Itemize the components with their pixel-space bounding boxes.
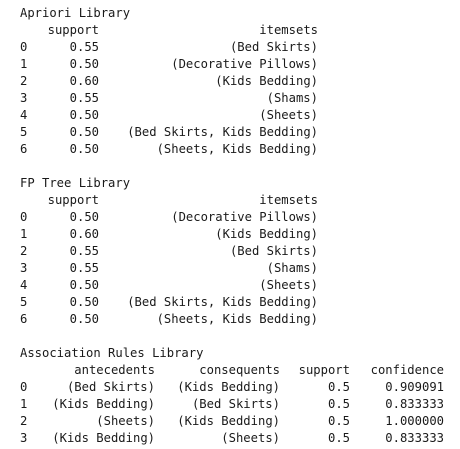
apriori-row-itemsets: (Shams) (266, 91, 318, 105)
fptree-row-support: 0.55 (69, 261, 99, 275)
fptree-row-support: 0.50 (69, 210, 99, 224)
apriori-row-itemsets: (Bed Skirts, Kids Bedding) (127, 125, 318, 139)
fptree-title: FP Tree Library (20, 176, 131, 190)
apriori-row-support: 0.50 (69, 57, 99, 71)
apriori-row-support: 0.50 (69, 125, 99, 139)
fptree-row-itemsets: (Sheets, Kids Bedding) (156, 312, 318, 326)
apriori-row-support: 0.60 (69, 74, 99, 88)
rules-row-index: 2 (20, 414, 28, 428)
apriori-row-index: 0 (20, 40, 28, 54)
fptree-row-support: 0.50 (69, 278, 99, 292)
apriori-row-index: 3 (20, 91, 28, 105)
rules-header-support: support (298, 363, 350, 377)
rules-row-support: 0.5 (327, 414, 350, 428)
rules-row-confidence: 0.909091 (385, 380, 444, 394)
apriori-row-support: 0.50 (69, 108, 99, 122)
fptree-row-itemsets: (Sheets) (259, 278, 318, 292)
apriori-title: Apriori Library (20, 6, 131, 20)
rules-row-support: 0.5 (327, 380, 350, 394)
rules-row-consequents: (Sheets) (221, 431, 280, 445)
apriori-row-index: 2 (20, 74, 28, 88)
apriori-row-itemsets: (Sheets, Kids Bedding) (156, 142, 318, 156)
apriori-row-support: 0.50 (69, 142, 99, 156)
rules-row-consequents: (Bed Skirts) (191, 397, 280, 411)
rules-row-antecedents: (Sheets) (96, 414, 155, 428)
rules-row-index: 3 (20, 431, 28, 445)
fptree-row-itemsets: (Bed Skirts, Kids Bedding) (127, 295, 318, 309)
rules-row-support: 0.5 (327, 431, 350, 445)
fptree-row-index: 3 (20, 261, 28, 275)
rules-row-confidence: 0.833333 (385, 397, 444, 411)
apriori-row-support: 0.55 (69, 40, 99, 54)
apriori-row-itemsets: (Sheets) (259, 108, 318, 122)
apriori-row-itemsets: (Decorative Pillows) (171, 57, 318, 71)
rules-row-support: 0.5 (327, 397, 350, 411)
rules-row-antecedents: (Kids Bedding) (52, 431, 155, 445)
fptree-row-index: 4 (20, 278, 28, 292)
apriori-row-itemsets: (Kids Bedding) (215, 74, 318, 88)
rules-row-index: 0 (20, 380, 28, 394)
apriori-row-support: 0.55 (69, 91, 99, 105)
rules-header-confidence: confidence (370, 363, 444, 377)
fptree-row-support: 0.60 (69, 227, 99, 241)
fptree-row-support: 0.50 (69, 312, 99, 326)
fptree-row-index: 0 (20, 210, 28, 224)
fptree-row-itemsets: (Shams) (266, 261, 318, 275)
fptree-row-itemsets: (Decorative Pillows) (171, 210, 318, 224)
fptree-row-support: 0.50 (69, 295, 99, 309)
apriori-row-index: 5 (20, 125, 28, 139)
fptree-row-itemsets: (Bed Skirts) (229, 244, 318, 258)
rules-header-consequents: consequents (199, 363, 280, 377)
apriori-row-index: 6 (20, 142, 28, 156)
rules-row-index: 1 (20, 397, 28, 411)
fptree-row-index: 5 (20, 295, 28, 309)
rules-row-consequents: (Kids Bedding) (177, 414, 280, 428)
fptree-row-support: 0.55 (69, 244, 99, 258)
fptree-header-support: support (47, 193, 99, 207)
apriori-row-index: 1 (20, 57, 28, 71)
apriori-row-itemsets: (Bed Skirts) (229, 40, 318, 54)
fptree-row-index: 2 (20, 244, 28, 258)
rules-row-consequents: (Kids Bedding) (177, 380, 280, 394)
fptree-row-itemsets: (Kids Bedding) (215, 227, 318, 241)
fptree-row-index: 1 (20, 227, 28, 241)
rules-title: Association Rules Library (20, 346, 204, 360)
rules-row-confidence: 1.000000 (385, 414, 444, 428)
fptree-row-index: 6 (20, 312, 28, 326)
apriori-header-itemsets: itemsets (259, 23, 318, 37)
rules-header-antecedents: antecedents (74, 363, 155, 377)
fptree-header-itemsets: itemsets (259, 193, 318, 207)
apriori-row-index: 4 (20, 108, 28, 122)
rules-row-antecedents: (Kids Bedding) (52, 397, 155, 411)
rules-row-confidence: 0.833333 (385, 431, 444, 445)
rules-row-antecedents: (Bed Skirts) (66, 380, 155, 394)
apriori-header-support: support (47, 23, 99, 37)
